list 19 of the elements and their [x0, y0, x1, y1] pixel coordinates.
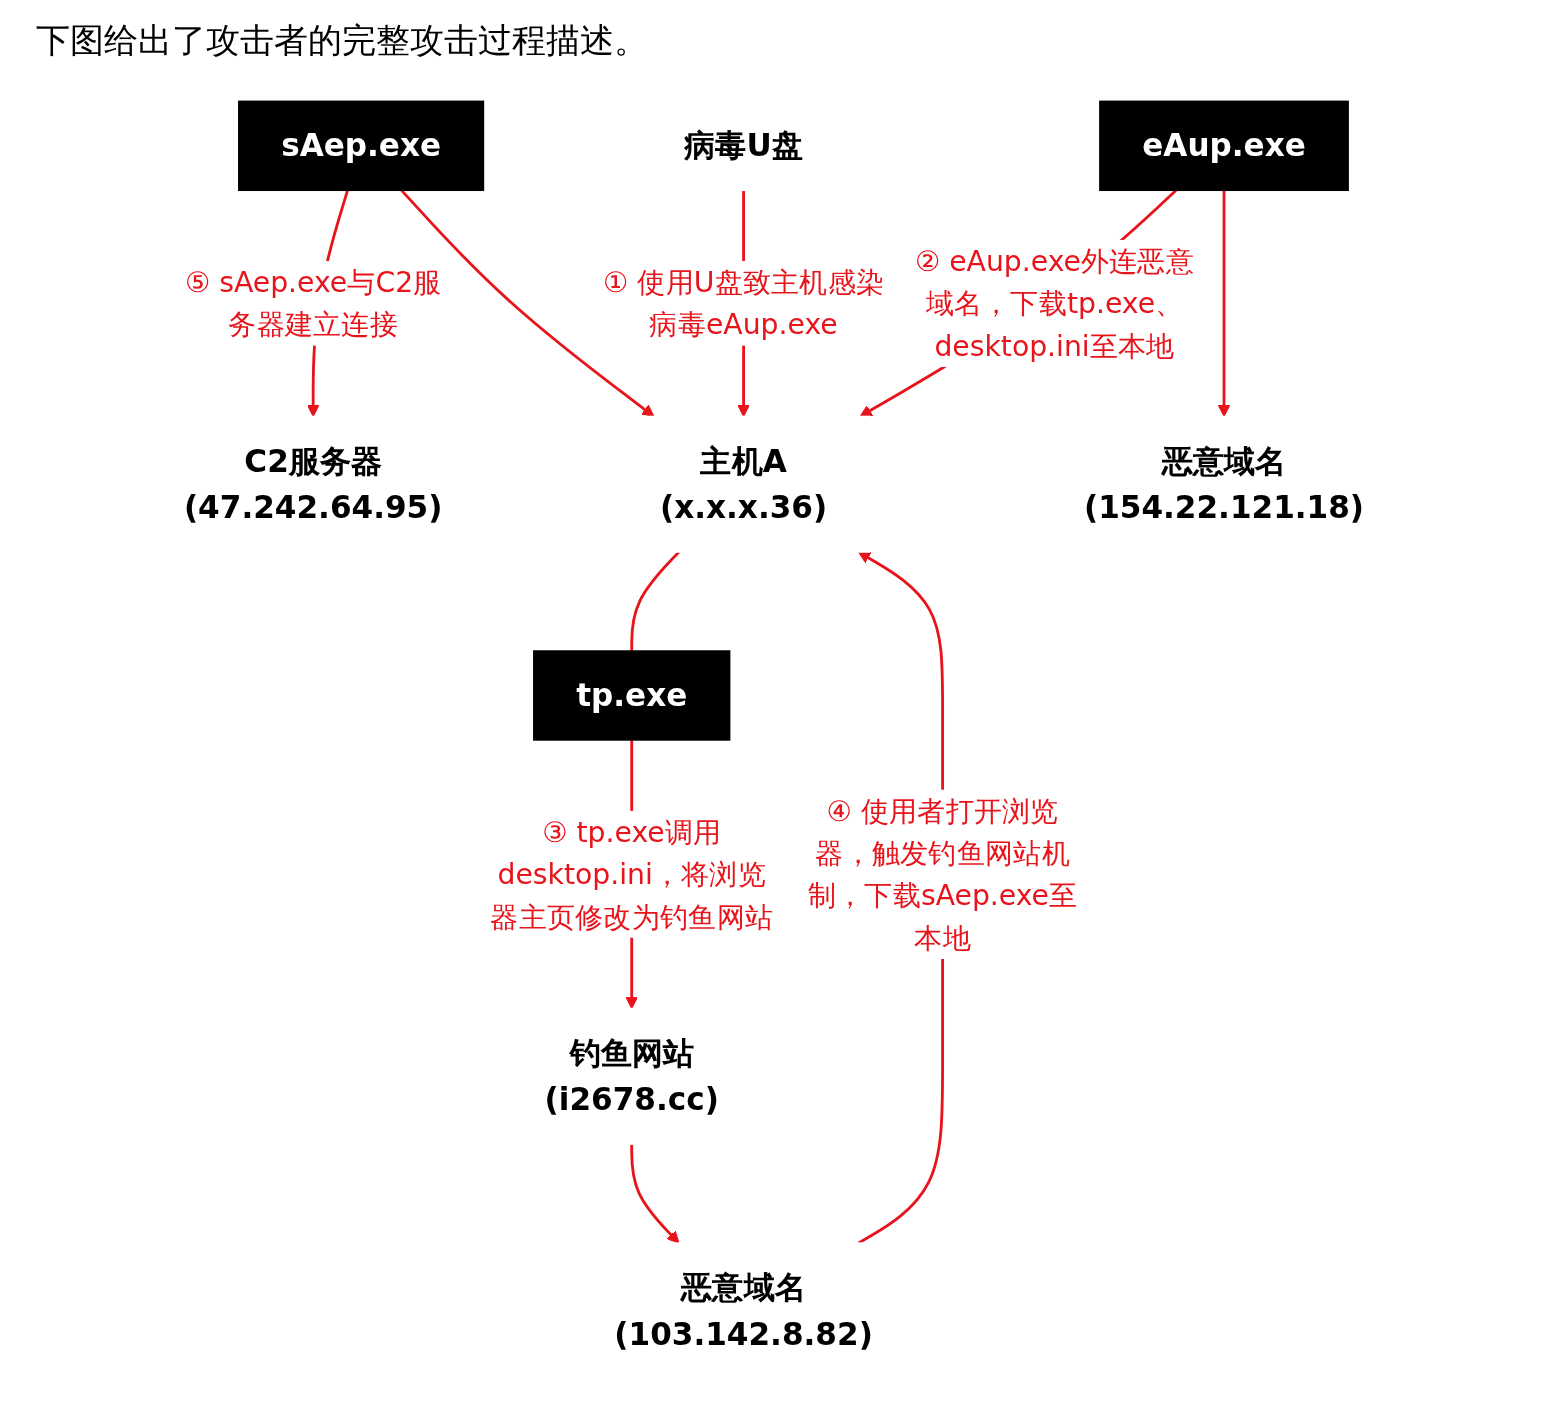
edge-label: ④ 使用者打开浏览器，触发钓鱼网站机制，下载sAep.exe至本地: [807, 793, 1078, 955]
edge-label: ② eAup.exe外连恶意域名，下载tp.exe、desktop.ini至本地: [914, 244, 1194, 363]
node-box: tp.exe: [533, 650, 731, 741]
node-text: 钓鱼网站 (i2678.cc): [544, 1035, 719, 1118]
node-text: 恶意域名 (103.142.8.82): [614, 1269, 873, 1352]
node-text: 恶意域名 (154.22.121.18): [1083, 443, 1365, 526]
node-text: 病毒U盘: [684, 128, 803, 164]
node-box: sAep.exe: [238, 100, 485, 192]
node-box: eAup.exe: [1099, 100, 1349, 192]
edge-label: ① 使用U盘致主机感染病毒eAup.exe: [603, 265, 885, 342]
node-text: C2服务器 (47.242.64.95): [183, 443, 443, 526]
title: 下图给出了攻击者的完整攻击过程描述。: [36, 19, 648, 62]
node-text: 主机A (x.x.x.36): [659, 443, 828, 526]
edge-label: ③ tp.exe调用desktop.ini，将浏览器主页修改为钓鱼网站: [490, 814, 774, 934]
edge-label: ⑤ sAep.exe与C2服务器建立连接: [184, 265, 442, 342]
arrow: [630, 1144, 680, 1244]
arrow: [400, 189, 655, 417]
arrow: [1217, 190, 1231, 417]
connector: [630, 551, 680, 651]
